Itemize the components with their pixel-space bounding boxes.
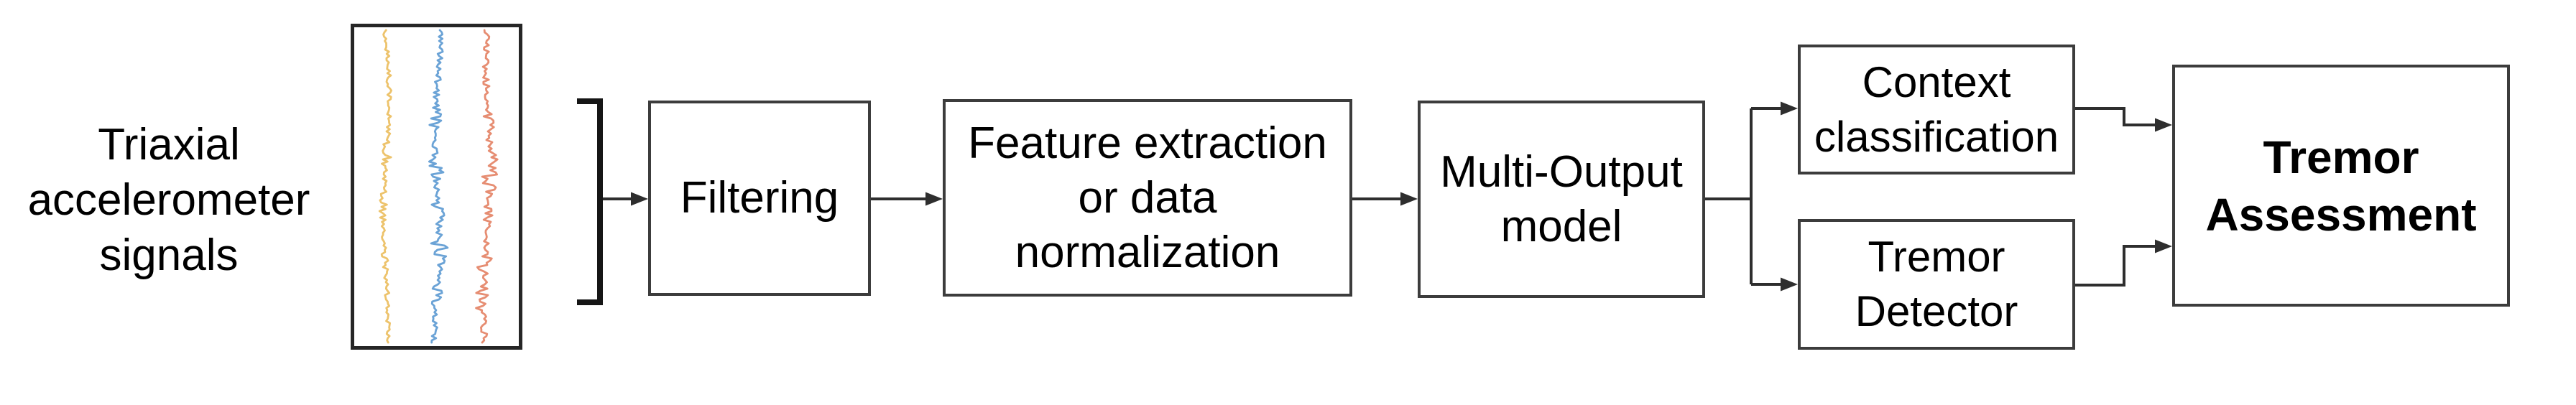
node-feature-line-3: normalization [1015, 227, 1280, 277]
node-filtering-label: Filtering [680, 173, 839, 223]
node-multi-line-2: model [1500, 201, 1622, 251]
node-assessment-line-2: Assessment [2205, 188, 2477, 241]
input-label-line-1: Triaxial [98, 120, 240, 169]
signal-traces [378, 29, 499, 344]
input-signals-label: Triaxial accelerometer signals [0, 117, 338, 283]
node-multi-output-model: Multi-Output model [1418, 101, 1705, 298]
node-context-classification: Context classification [1798, 45, 2075, 174]
node-feature-line-2: or data [1078, 172, 1217, 223]
accel-axis-3-trace [475, 29, 499, 344]
node-context-line-1: Context [1862, 57, 2011, 106]
node-tremor-assessment: Tremor Assessment [2172, 65, 2510, 307]
node-feature-line-1: Feature extraction [968, 118, 1327, 168]
input-label-line-2: accelerometer [27, 175, 310, 225]
grouping-bracket [577, 98, 603, 305]
node-filtering: Filtering [648, 101, 871, 296]
node-assessment-line-1: Tremor [2263, 131, 2419, 183]
node-multi-line-1: Multi-Output [1440, 146, 1683, 197]
node-feature-extraction: Feature extraction or data normalization [943, 99, 1352, 297]
node-tremor-detector: Tremor Detector [1798, 219, 2075, 350]
accel-axis-2-trace [428, 29, 449, 344]
node-context-line-2: classification [1814, 112, 2059, 161]
signal-plot-box [351, 24, 522, 350]
node-detector-line-1: Tremor [1868, 233, 2005, 281]
input-label-line-3: signals [99, 231, 239, 280]
accel-axis-1-trace [378, 29, 392, 344]
node-detector-line-2: Detector [1855, 287, 2018, 335]
